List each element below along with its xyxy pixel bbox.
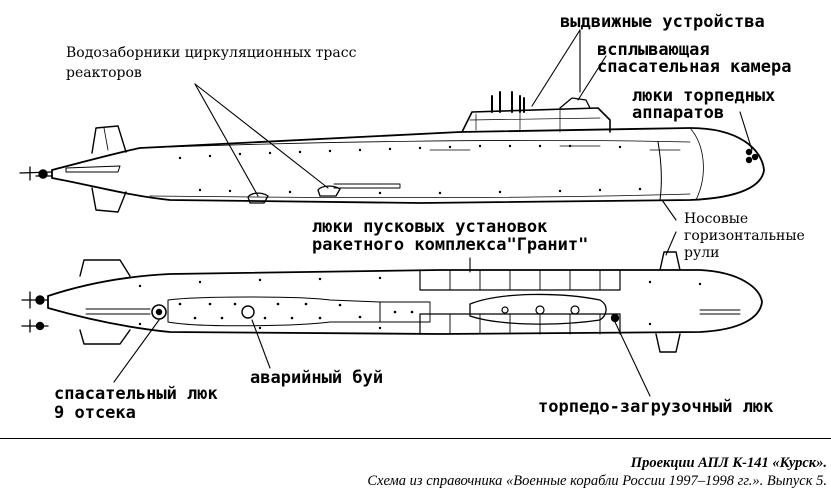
label-launcher-hatches-line2: ракетного комплекса"Гранит" <box>312 235 589 255</box>
label-emergency-buoy: аварийный буй <box>250 368 384 388</box>
label-torpedo-loading-hatch: торпедо-загрузочный люк <box>538 397 774 417</box>
top-view-hull <box>21 251 763 353</box>
caption-source: Схема из справочника «Военные корабли Ро… <box>367 473 827 489</box>
label-rescue-chamber-line2: спасательная камера <box>597 57 792 77</box>
caption-title: Проекции АПЛ К-141 «Курск». <box>630 455 827 471</box>
label-water-intakes-line1: Водозаборники циркуляционных трасс <box>66 45 357 61</box>
label-rescue-chamber-line1: всплывающая <box>597 40 710 60</box>
label-torpedo-hatches-line2: аппаратов <box>632 103 725 123</box>
label-water-intakes-line2: реакторов <box>66 65 142 81</box>
label-extending-devices: выдвижные устройства <box>560 12 765 32</box>
label-bow-rudders-line2: горизонтальные <box>684 228 805 244</box>
label-rescue-hatch-line1: спасательный люк <box>54 384 218 404</box>
leader-lines <box>113 29 753 397</box>
label-launcher-hatches-line1: люки пусковых установок <box>312 217 548 237</box>
label-torpedo-hatches-line1: люки торпедных <box>632 86 776 106</box>
label-rescue-hatch-line2: 9 отсека <box>54 403 136 423</box>
caption-divider <box>0 438 831 439</box>
label-bow-rudders-line1: Носовые <box>684 211 749 227</box>
label-bow-rudders-line3: рули <box>684 245 720 261</box>
